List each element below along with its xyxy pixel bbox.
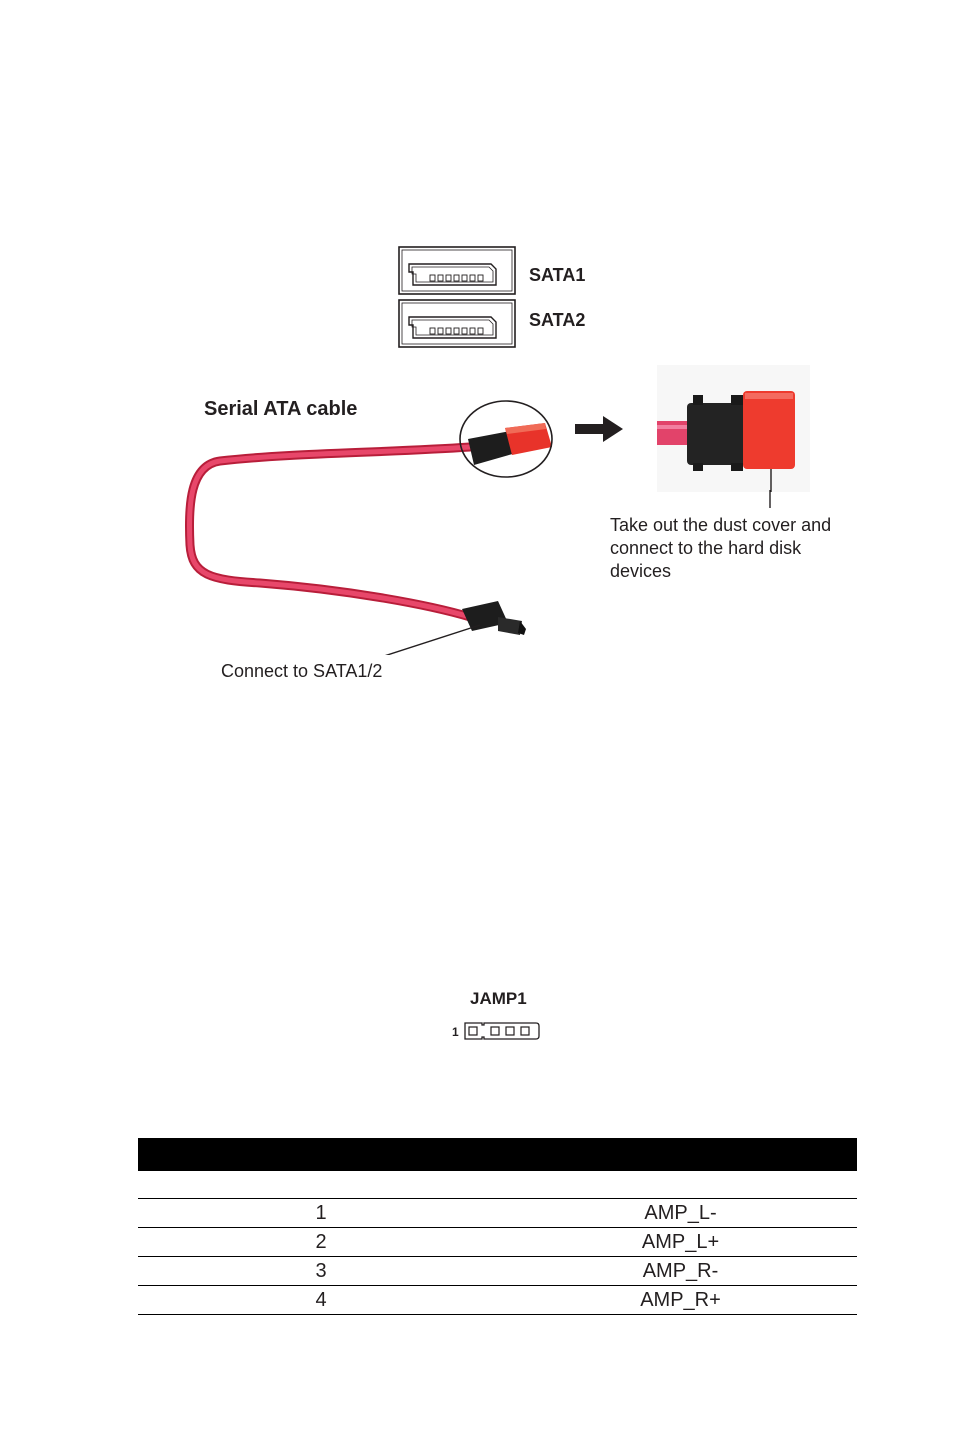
cable-figure-title: Serial ATA cable xyxy=(204,398,358,420)
zoom-highlight-circle xyxy=(459,400,553,478)
jamp1-pin-table: 1 AMP_L- 2 AMP_L+ 3 AMP_R- 4 AMP_R+ xyxy=(138,1138,857,1315)
sata-connector-diagram xyxy=(398,246,516,348)
table-header-row xyxy=(138,1138,857,1171)
connect-sata-caption: Connect to SATA1/2 xyxy=(221,661,383,681)
sata1-label: SATA1 xyxy=(529,265,586,285)
dust-cover-caption-line-1: Take out the dust cover and xyxy=(610,515,832,535)
jamp1-title: JAMP1 xyxy=(470,989,527,1008)
pin-number-cell: 4 xyxy=(138,1285,504,1315)
jamp1-header-icon xyxy=(464,1022,540,1040)
sata2-connector-icon xyxy=(398,299,516,348)
cable-bottom-connector-icon xyxy=(462,601,526,635)
signal-name-cell: AMP_R- xyxy=(504,1256,857,1286)
sata2-label: SATA2 xyxy=(529,310,586,330)
table-row: 3 AMP_R- xyxy=(138,1256,857,1286)
dust-cover-caption-line-3: devices xyxy=(610,561,672,581)
signal-name-cell: AMP_L+ xyxy=(504,1227,857,1257)
dust-cover-leader-line xyxy=(769,490,771,508)
signal-name-cell: AMP_R+ xyxy=(504,1285,857,1315)
jamp1-pin-one-marker: 1 xyxy=(452,1025,459,1039)
sata-cable-illustration xyxy=(184,400,553,655)
connector-closeup-photo xyxy=(657,365,810,492)
right-arrow-icon xyxy=(575,416,623,442)
table-row: 1 AMP_L- xyxy=(138,1198,857,1228)
table-header-pin xyxy=(138,1138,504,1171)
pin-number-cell: 2 xyxy=(138,1227,504,1257)
table-row: 4 AMP_R+ xyxy=(138,1285,857,1315)
dust-cover-caption-line-2: connect to the hard disk xyxy=(610,538,802,558)
cable-top-connector-icon xyxy=(468,423,552,465)
table-header-signal xyxy=(504,1138,857,1171)
pin-number-cell: 3 xyxy=(138,1256,504,1286)
sata1-connector-icon xyxy=(398,246,516,295)
table-row: 2 AMP_L+ xyxy=(138,1227,857,1257)
pin-number-cell: 1 xyxy=(138,1198,504,1228)
table-spacer-row xyxy=(138,1171,857,1199)
signal-name-cell: AMP_L- xyxy=(504,1198,857,1228)
